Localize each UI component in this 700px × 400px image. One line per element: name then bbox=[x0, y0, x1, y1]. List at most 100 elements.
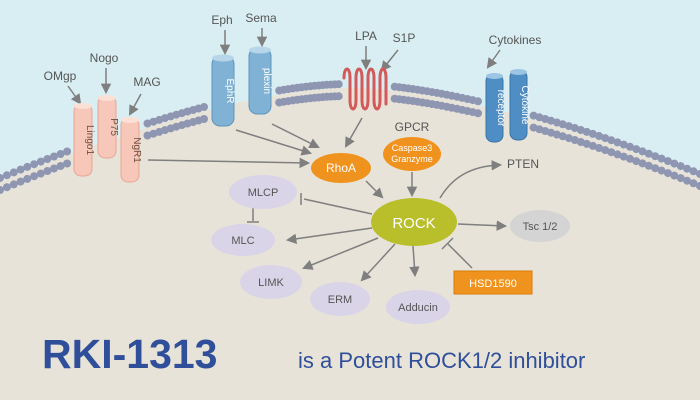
membrane-bead bbox=[676, 174, 685, 183]
membrane-bead bbox=[16, 165, 25, 174]
eph-label: Eph bbox=[211, 13, 232, 27]
membrane-bead bbox=[595, 144, 603, 152]
membrane-bead bbox=[607, 136, 616, 145]
headline-compound-name: RKI-1313 bbox=[42, 331, 217, 377]
membrane-bead bbox=[56, 150, 65, 158]
membrane-bead bbox=[663, 169, 672, 178]
membrane-bead bbox=[632, 157, 641, 166]
membrane-bead bbox=[200, 115, 208, 123]
ligand-labels: OMgp Nogo MAG Eph Sema LPA S1P Cytokines… bbox=[44, 11, 542, 134]
membrane-bead bbox=[576, 138, 585, 146]
membrane-bead bbox=[474, 109, 482, 118]
membrane-bead bbox=[558, 132, 567, 141]
rock-label: ROCK bbox=[392, 215, 435, 232]
membrane-bead bbox=[23, 162, 32, 171]
receptor-plexin: plexin bbox=[248, 46, 272, 115]
membrane-bead bbox=[2, 183, 11, 192]
s1p-arrow bbox=[380, 49, 399, 72]
rock-to-erm-arrow bbox=[360, 243, 396, 282]
lpa-label: LPA bbox=[355, 29, 377, 43]
receptor-cytokine: Cytokine bbox=[509, 69, 530, 141]
membrane-bead bbox=[670, 159, 679, 168]
membrane-bead bbox=[558, 120, 567, 129]
membrane-bead bbox=[626, 142, 634, 151]
receptor-lingo1: Lingo1 bbox=[73, 103, 95, 177]
node-rock: ROCK bbox=[371, 198, 457, 246]
cytokines-label: Cytokines bbox=[489, 33, 542, 47]
membrane-bead bbox=[607, 148, 616, 157]
caspase3-label: Caspase3 bbox=[392, 143, 433, 153]
membrane-bead bbox=[334, 80, 343, 89]
membrane-bead bbox=[2, 171, 11, 180]
rhoa-to-rock-arrow bbox=[365, 180, 384, 199]
ephr-to-rhoa-arrow bbox=[235, 129, 313, 156]
membrane-bead bbox=[683, 164, 692, 173]
membrane-bead bbox=[696, 182, 700, 190]
membrane-bead bbox=[601, 146, 610, 155]
tsc-label: Tsc 1/2 bbox=[523, 221, 558, 233]
membrane-bead bbox=[50, 164, 58, 173]
membrane-bead bbox=[43, 155, 52, 163]
nogo-label: Nogo bbox=[90, 51, 119, 65]
membrane-bead bbox=[644, 161, 653, 170]
cytoplasm-region bbox=[0, 88, 700, 400]
membrane-bead bbox=[595, 132, 603, 140]
receptor-p75: P75 bbox=[97, 95, 119, 159]
membrane-bead bbox=[626, 154, 634, 163]
membrane-bead bbox=[582, 127, 591, 136]
membrane-bead bbox=[588, 129, 597, 138]
membrane-bead bbox=[651, 152, 660, 161]
mag-arrow bbox=[128, 93, 142, 116]
membrane-bead bbox=[696, 170, 700, 178]
membrane-bead bbox=[564, 122, 573, 131]
membrane-bead bbox=[619, 140, 628, 149]
membrane-bead bbox=[613, 138, 622, 147]
gpcr-to-rhoa-arrow bbox=[344, 117, 363, 148]
membrane-bead bbox=[36, 157, 45, 166]
node-hsd1590: HSD1590 bbox=[453, 270, 533, 295]
membrane-bead bbox=[582, 139, 591, 148]
rock-to-mlc-arrow bbox=[285, 227, 373, 245]
membrane-bead bbox=[576, 126, 585, 134]
rhoa-label: RhoA bbox=[326, 161, 356, 175]
rock-inhibits-mlcp-line bbox=[303, 198, 373, 215]
ephr-label: EphR bbox=[224, 78, 235, 103]
membrane-bead bbox=[200, 103, 208, 111]
membrane-bead bbox=[638, 159, 647, 168]
receptor-ephr: EphR bbox=[211, 54, 235, 127]
membrane-bead bbox=[564, 134, 573, 143]
membrane-bead bbox=[601, 134, 610, 143]
membrane-bead bbox=[657, 154, 666, 163]
node-caspase3-granzyme: Caspase3 Granzyme bbox=[383, 137, 441, 171]
cell-membrane bbox=[0, 80, 700, 194]
membrane-bead bbox=[588, 141, 597, 150]
membrane-bead bbox=[619, 152, 628, 161]
plexin-to-rhoa-arrow bbox=[271, 123, 320, 148]
membrane-bead bbox=[23, 174, 32, 183]
hsd-inhibits-rock-line bbox=[447, 243, 473, 269]
mlcp-label: MLCP bbox=[248, 187, 279, 199]
membrane-bead bbox=[638, 147, 647, 156]
lingo1-label: Lingo1 bbox=[84, 125, 95, 155]
membrane-bead bbox=[474, 97, 482, 106]
cytokines-arrow bbox=[486, 49, 501, 69]
membrane-bead bbox=[644, 149, 653, 158]
omgp-arrow bbox=[67, 85, 82, 105]
membrane-bead bbox=[651, 164, 660, 173]
receptor-label: receptor bbox=[495, 90, 506, 127]
s1p-label: S1P bbox=[393, 31, 416, 45]
membrane-bead bbox=[56, 162, 65, 170]
mlc-label: MLC bbox=[231, 235, 254, 247]
limk-label: LIMK bbox=[258, 277, 284, 289]
plexin-label: plexin bbox=[261, 68, 272, 94]
receptor-ngr1: NgR1 bbox=[120, 117, 142, 183]
membrane-bead bbox=[63, 147, 72, 156]
hsd-inhibits-rock-bar bbox=[441, 237, 454, 250]
node-mlc: MLC bbox=[211, 224, 275, 256]
membrane-bead bbox=[36, 169, 45, 178]
node-adducin: Adducin bbox=[386, 290, 450, 324]
gpcr-receptor bbox=[342, 67, 388, 111]
node-limk: LIMK bbox=[240, 265, 302, 299]
